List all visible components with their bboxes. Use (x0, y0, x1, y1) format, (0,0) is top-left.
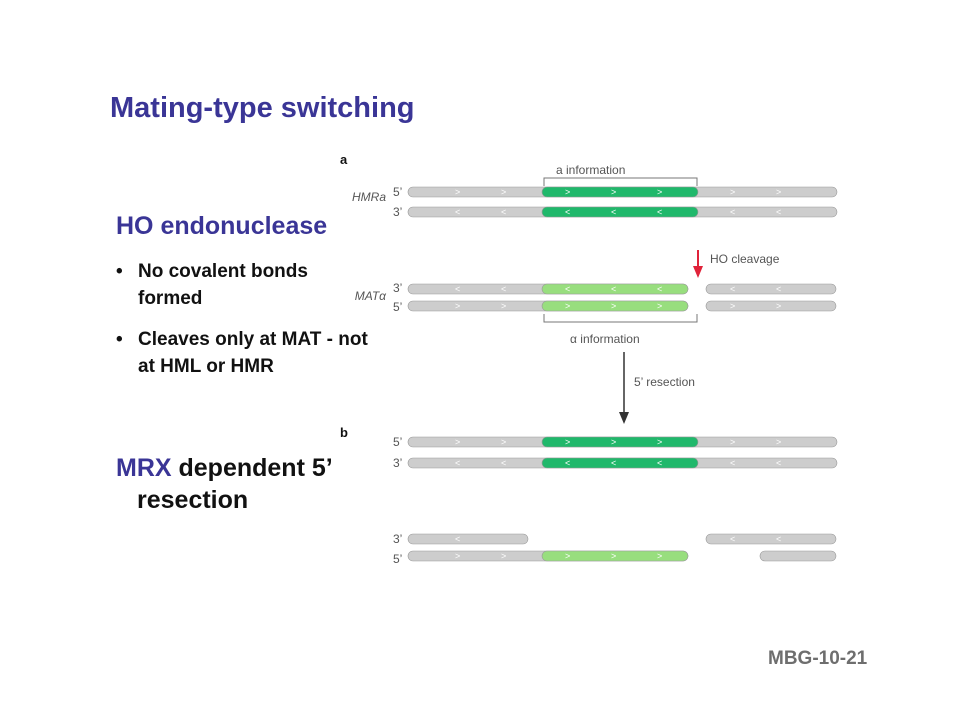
strand-direction-icon: < (611, 458, 616, 468)
strand-direction-icon: > (657, 551, 662, 561)
strand-direction-icon: > (611, 437, 616, 447)
strand-direction-icon: > (657, 187, 662, 197)
strand-direction-icon: > (776, 437, 781, 447)
strand-direction-icon: > (501, 551, 506, 561)
strand-direction-icon: < (501, 284, 506, 294)
mat-strand-right (705, 283, 837, 295)
mat-locus-label: MATα (355, 289, 387, 303)
alpha-information-region (541, 300, 689, 312)
hmr-locus-label: HMRa (352, 190, 386, 204)
alpha-information-bracket (543, 314, 698, 323)
strand-direction-icon: > (776, 301, 781, 311)
strand-direction-icon: > (565, 301, 570, 311)
strand-direction-icon: < (455, 534, 460, 544)
strand-direction-icon: < (565, 284, 570, 294)
strand-direction-icon: > (657, 301, 662, 311)
alpha-information-region (541, 283, 689, 295)
a-information-region (541, 206, 699, 218)
a-information-bracket (543, 177, 698, 186)
strand-direction-icon: < (776, 458, 781, 468)
cleavage-arrow-icon (693, 266, 703, 278)
end-label: 3’ (393, 205, 402, 219)
strand-direction-icon: < (776, 207, 781, 217)
panel-b-label: b (340, 425, 348, 440)
strand-direction-icon: < (730, 534, 735, 544)
strand-direction-icon: > (501, 187, 506, 197)
strand-direction-icon: < (776, 284, 781, 294)
strand-direction-icon: > (611, 187, 616, 197)
end-label: 5’ (393, 185, 402, 199)
end-label: 3’ (393, 456, 402, 470)
bullet-list: • No covalent bonds formed • Cleaves onl… (116, 258, 376, 394)
end-label: 3’ (393, 281, 402, 295)
strand-direction-icon: > (730, 301, 735, 311)
strand-direction-icon: < (611, 284, 616, 294)
ho-cleavage-label: HO cleavage (710, 252, 780, 266)
slide-title: Mating-type switching (110, 92, 415, 124)
panel-a-label: a (340, 152, 348, 167)
resected-strand (407, 533, 529, 545)
strand-direction-icon: > (565, 551, 570, 561)
strand-direction-icon: < (501, 207, 506, 217)
strand-direction-icon: < (657, 458, 662, 468)
end-label: 3’ (393, 532, 402, 546)
strand-direction-icon: < (565, 207, 570, 217)
strand-direction-icon: < (455, 284, 460, 294)
bullet-text: No covalent bonds formed (138, 261, 308, 309)
strand-direction-icon: > (776, 187, 781, 197)
strand-direction-icon: < (730, 207, 735, 217)
mrx-label: MRX (116, 454, 172, 482)
resected-strand (705, 533, 837, 545)
bullet-item: • No covalent bonds formed (116, 258, 376, 312)
ho-endonuclease-heading: HO endonuclease (116, 212, 328, 240)
strand-direction-icon: < (455, 458, 460, 468)
strand-direction-icon: > (565, 437, 570, 447)
strand-direction-icon: > (611, 551, 616, 561)
a-information-region (541, 186, 699, 198)
resection-arrow-icon (619, 412, 629, 424)
strand-direction-icon: < (611, 207, 616, 217)
strand-direction-icon: > (565, 187, 570, 197)
strand-direction-icon: < (776, 534, 781, 544)
strand-direction-icon: < (455, 207, 460, 217)
bullet-text: Cleaves only at MAT - not at HML or HMR (138, 329, 368, 377)
strand-direction-icon: > (455, 301, 460, 311)
a-information-region (541, 436, 699, 448)
strand-direction-icon: > (455, 437, 460, 447)
slide-footer-code: MBG-10-21 (768, 648, 868, 669)
bullet-dot-icon: • (116, 261, 123, 282)
strand-direction-icon: < (730, 284, 735, 294)
mrx-line1: dependent 5’ (171, 454, 333, 482)
end-label: 5’ (393, 435, 402, 449)
strand-direction-icon: > (657, 437, 662, 447)
bullet-dot-icon: • (116, 329, 123, 350)
strand-direction-icon: > (730, 187, 735, 197)
dna-strands: > > > > > > > < < < < < < < < < < < < < < > > > > > > > > > > > > > > < < < < <… (407, 186, 838, 562)
end-label: 5’ (393, 552, 402, 566)
mat-strand-right (705, 300, 837, 312)
strand-direction-icon: < (730, 458, 735, 468)
strand-direction-icon: < (565, 458, 570, 468)
mrx-resection-text: MRX dependent 5’ resection (116, 452, 386, 516)
resection-label: 5’ resection (634, 375, 695, 389)
a-information-label: a information (556, 163, 625, 177)
strand-direction-icon: < (657, 207, 662, 217)
a-information-region (541, 457, 699, 469)
strand-direction-icon: > (501, 437, 506, 447)
strand-direction-icon: > (455, 187, 460, 197)
resected-strand (759, 550, 837, 562)
strand-direction-icon: > (730, 437, 735, 447)
bullet-item: • Cleaves only at MAT - not at HML or HM… (116, 326, 376, 380)
mrx-line2: resection (137, 486, 249, 514)
strand-direction-icon: > (455, 551, 460, 561)
strand-direction-icon: > (501, 301, 506, 311)
strand-direction-icon: < (501, 458, 506, 468)
alpha-information-label: α information (570, 332, 640, 346)
alpha-information-region (541, 550, 689, 562)
end-label: 5’ (393, 300, 402, 314)
strand-direction-icon: < (657, 284, 662, 294)
strand-direction-icon: > (611, 301, 616, 311)
